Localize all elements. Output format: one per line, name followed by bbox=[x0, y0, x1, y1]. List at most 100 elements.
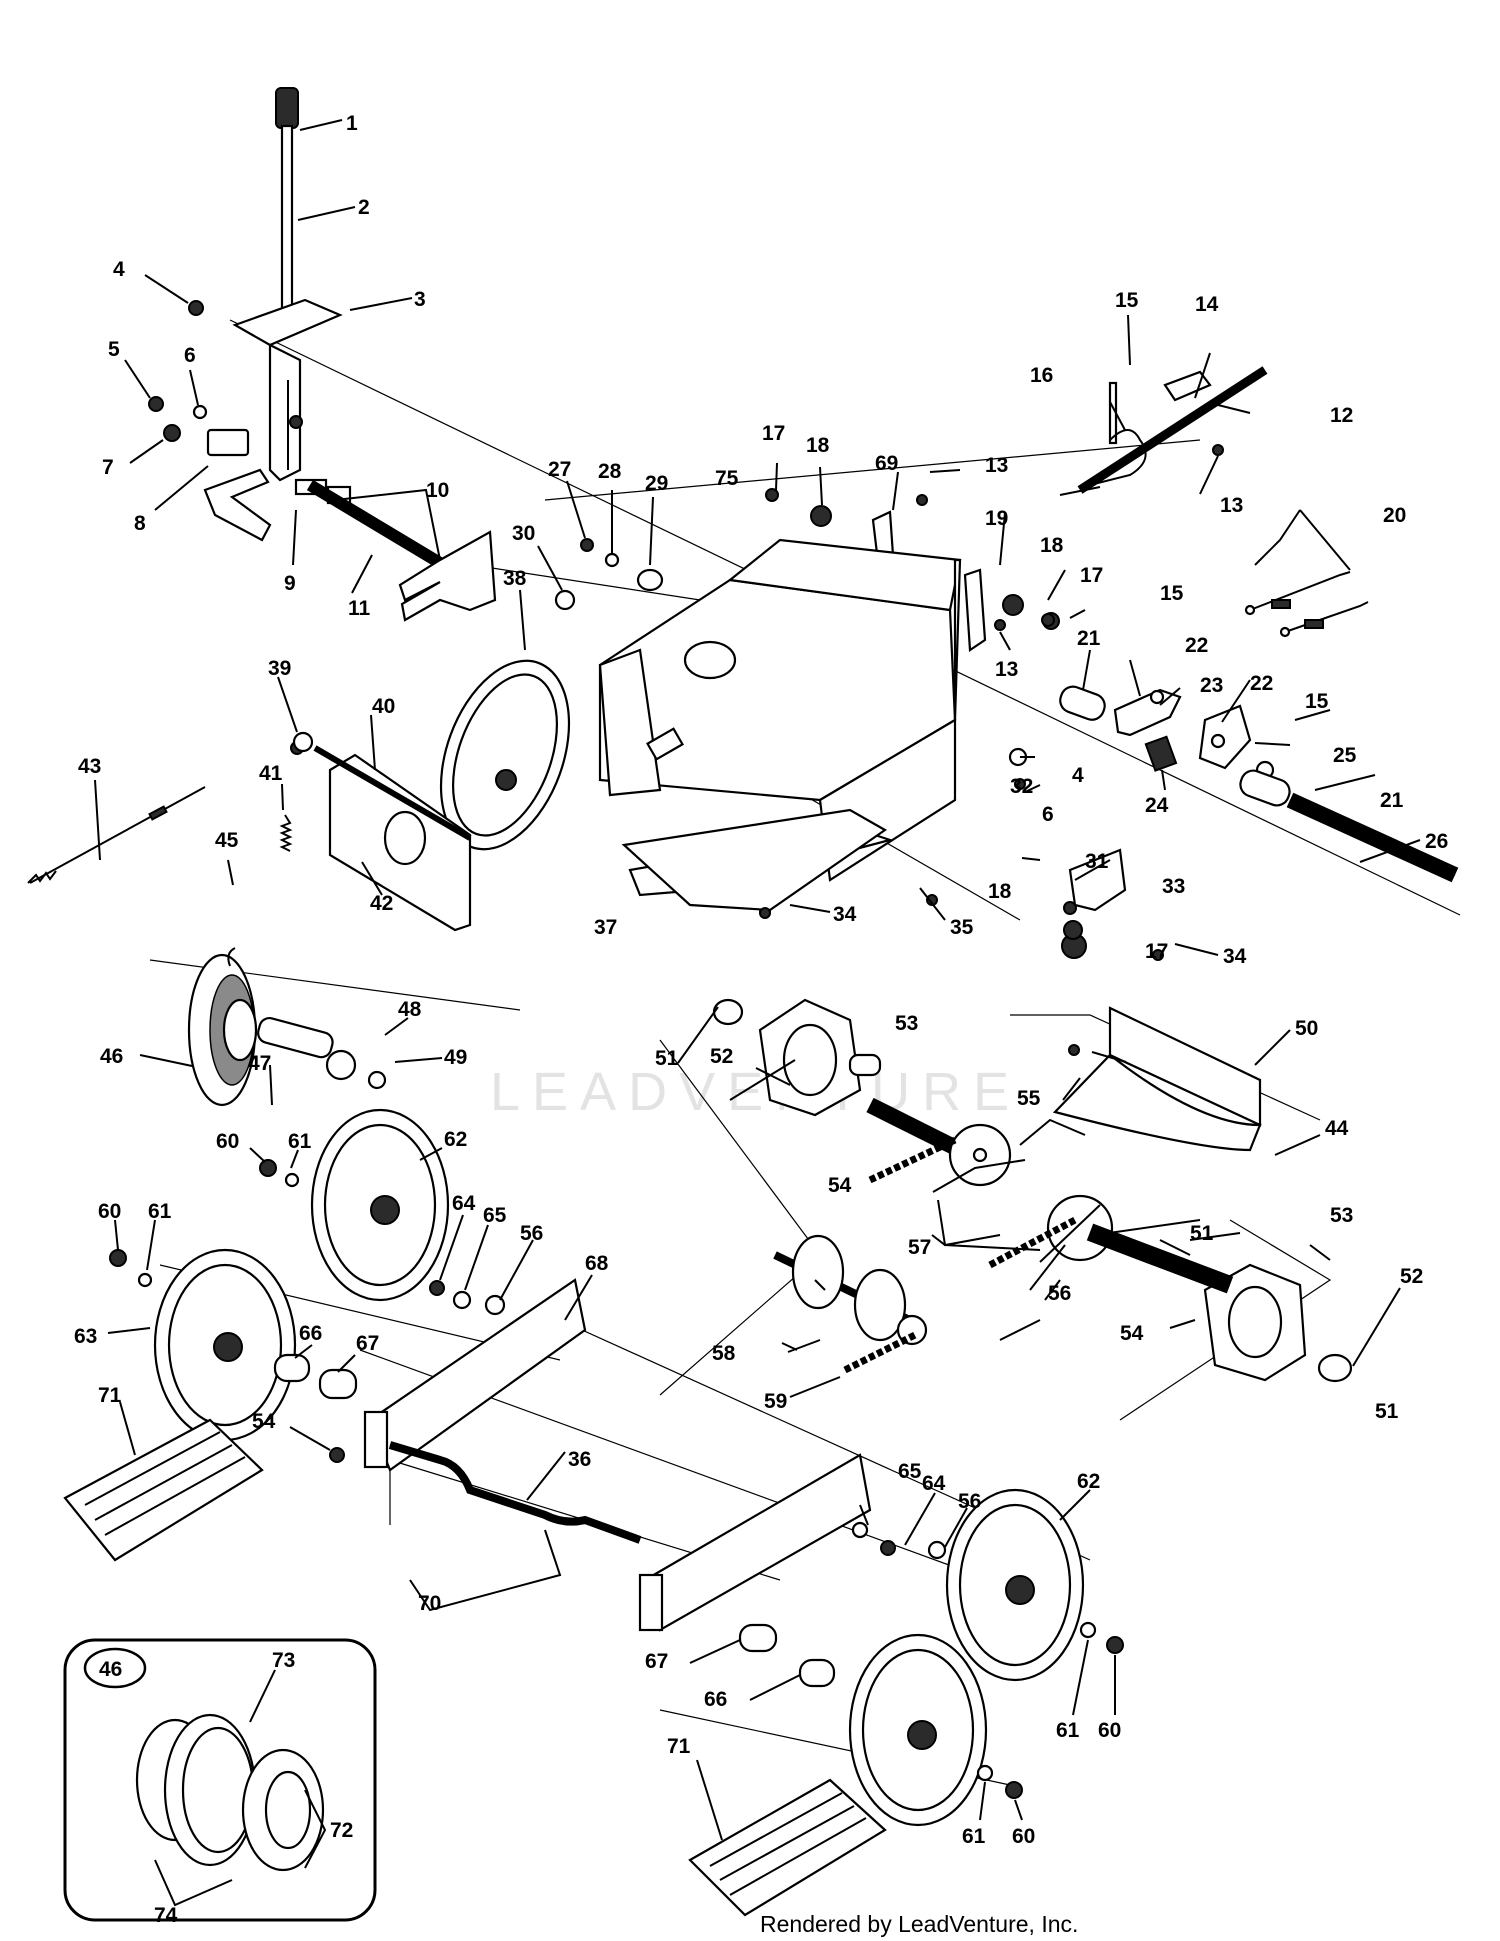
callout-52a: 52 bbox=[710, 1045, 733, 1068]
hub-53-left bbox=[712, 998, 882, 1117]
callout-55: 55 bbox=[1017, 1087, 1041, 1110]
track-71-upper bbox=[63, 1418, 264, 1562]
callout-21b: 21 bbox=[1380, 789, 1404, 812]
callout-61a: 61 bbox=[288, 1130, 312, 1153]
callout-56c: 56 bbox=[958, 1490, 981, 1513]
callout-4: 4 bbox=[113, 258, 125, 281]
callout-34b: 34 bbox=[1223, 945, 1247, 968]
callout-31: 31 bbox=[1085, 850, 1109, 873]
frame-end-68 bbox=[363, 1410, 389, 1469]
callout-72: 72 bbox=[330, 1819, 353, 1842]
callout-17c: 17 bbox=[1145, 940, 1168, 963]
callout-15b: 15 bbox=[1160, 582, 1184, 605]
wheel-62-lower bbox=[945, 1488, 1085, 1682]
callout-45: 45 bbox=[215, 829, 239, 852]
upper-shaft bbox=[1059, 366, 1268, 496]
callout-labels: 1 2 3 4 5 6 7 8 9 10 11 12 13 13 13 14 1… bbox=[74, 112, 1448, 1927]
leader-lines bbox=[94, 119, 1421, 1841]
callout-61c: 61 bbox=[1056, 1719, 1080, 1742]
callout-32: 32 bbox=[1010, 775, 1033, 798]
callout-67b: 67 bbox=[645, 1650, 668, 1673]
bearing-39 bbox=[292, 731, 314, 753]
callout-30: 30 bbox=[512, 522, 535, 545]
shift-lever bbox=[275, 87, 299, 328]
callout-53a: 53 bbox=[895, 1012, 918, 1035]
wheel-63-lower bbox=[848, 1633, 988, 1827]
callout-51c: 51 bbox=[1375, 1400, 1399, 1423]
frame-arm-68 bbox=[368, 1278, 587, 1472]
chute-50-44 bbox=[1052, 1006, 1262, 1152]
callout-67a: 67 bbox=[356, 1332, 379, 1355]
callout-56a: 56 bbox=[1048, 1282, 1071, 1305]
callout-70: 70 bbox=[418, 1592, 441, 1615]
watermark: LEADVENTURE bbox=[490, 1062, 1021, 1122]
callout-60a: 60 bbox=[216, 1130, 239, 1153]
callout-18a: 18 bbox=[806, 434, 830, 457]
callout-13b: 13 bbox=[1220, 494, 1243, 517]
callout-26: 26 bbox=[1425, 830, 1448, 853]
callout-63: 63 bbox=[74, 1325, 97, 1348]
wheel-63 bbox=[153, 1248, 297, 1442]
pulley-38 bbox=[439, 659, 571, 851]
callout-71a: 71 bbox=[98, 1384, 122, 1407]
callout-59: 59 bbox=[764, 1390, 787, 1413]
callout-35: 35 bbox=[950, 916, 974, 939]
callout-51b: 51 bbox=[1190, 1222, 1214, 1245]
callout-1: 1 bbox=[346, 112, 358, 135]
callout-6b: 6 bbox=[1042, 803, 1054, 826]
inset-46: 46 bbox=[63, 1638, 377, 1922]
callout-41: 41 bbox=[259, 762, 283, 785]
callout-33: 33 bbox=[1162, 875, 1185, 898]
callout-20: 20 bbox=[1383, 504, 1406, 527]
callout-6: 6 bbox=[184, 344, 196, 367]
callout-18c: 18 bbox=[988, 880, 1012, 903]
callout-68: 68 bbox=[585, 1252, 609, 1275]
cables bbox=[1244, 571, 1369, 638]
callout-53b: 53 bbox=[1330, 1204, 1353, 1227]
pulley-18 bbox=[1063, 920, 1083, 940]
shift-arm bbox=[398, 530, 497, 622]
callout-13c: 13 bbox=[995, 658, 1018, 681]
callout-75: 75 bbox=[715, 467, 739, 490]
callout-71b: 71 bbox=[667, 1735, 691, 1758]
callout-12: 12 bbox=[1330, 404, 1353, 427]
hub-53-right bbox=[1203, 1263, 1353, 1383]
axle-36-inner bbox=[389, 1444, 641, 1541]
chain-57 bbox=[868, 1136, 1077, 1269]
callout-52b: 52 bbox=[1400, 1265, 1423, 1288]
bracket-19 bbox=[963, 568, 987, 652]
callout-27: 27 bbox=[548, 458, 571, 481]
rod-40 bbox=[313, 745, 472, 841]
callout-17b: 17 bbox=[1080, 564, 1103, 587]
callout-10: 10 bbox=[426, 479, 449, 502]
callout-17a: 17 bbox=[762, 422, 785, 445]
callout-8: 8 bbox=[134, 512, 146, 535]
callout-43: 43 bbox=[78, 755, 101, 778]
friction-wheel-46 bbox=[187, 947, 387, 1107]
callout-40: 40 bbox=[372, 695, 395, 718]
callout-62a: 62 bbox=[444, 1128, 467, 1151]
callout-38: 38 bbox=[503, 567, 527, 590]
callout-19: 19 bbox=[985, 507, 1008, 530]
callout-74: 74 bbox=[154, 1904, 178, 1927]
gear-shaft-58 bbox=[773, 1234, 928, 1346]
chain-59 bbox=[843, 1331, 917, 1374]
callout-60b: 60 bbox=[98, 1200, 121, 1223]
callout-39: 39 bbox=[268, 657, 291, 680]
callout-24: 24 bbox=[1145, 794, 1169, 817]
track-71-lower bbox=[688, 1778, 887, 1917]
callout-66a: 66 bbox=[299, 1322, 322, 1345]
callout-15c: 15 bbox=[1305, 690, 1329, 713]
footer-credit: Rendered by LeadVenture, Inc. bbox=[760, 1911, 1078, 1937]
callout-54b: 54 bbox=[1120, 1322, 1144, 1345]
callout-4b: 4 bbox=[1072, 764, 1084, 787]
callout-29: 29 bbox=[645, 472, 668, 495]
callout-13a: 13 bbox=[985, 454, 1008, 477]
lever-bracket bbox=[232, 298, 343, 482]
callout-18b: 18 bbox=[1040, 534, 1064, 557]
callout-56b: 56 bbox=[520, 1222, 543, 1245]
callout-16: 16 bbox=[1030, 364, 1053, 387]
plate-hole bbox=[383, 810, 427, 866]
wheel-62-upper bbox=[310, 1108, 450, 1302]
